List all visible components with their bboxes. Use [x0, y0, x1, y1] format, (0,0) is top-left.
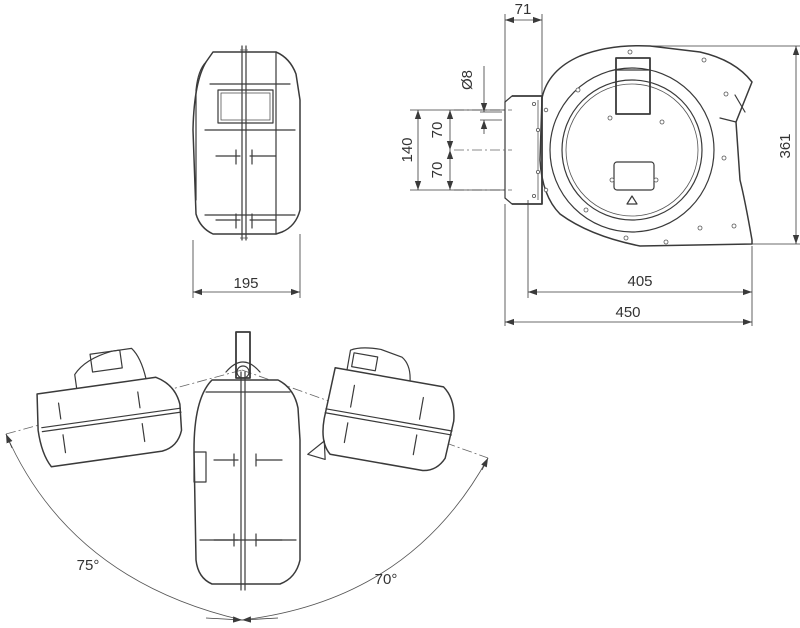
dim-side-width: 195	[233, 275, 258, 292]
swivel-view	[5, 331, 489, 623]
front-view	[410, 14, 800, 326]
dim-overall-height: 361	[777, 133, 794, 158]
angle-right-swivel: 70°	[375, 571, 398, 588]
side-view	[192, 45, 301, 298]
dim-bolt-spacing-total: 140	[399, 137, 416, 162]
dim-mount-offset: 71	[515, 1, 532, 18]
angle-left-swivel: 75°	[77, 557, 100, 574]
dim-bolt-spacing-upper: 70	[429, 122, 446, 139]
dim-overall-width: 450	[615, 304, 640, 321]
dim-bolt-spacing-lower: 70	[429, 162, 446, 179]
dim-bolt-hole-diameter: Ø8	[459, 70, 476, 90]
dim-inner-width: 405	[627, 273, 652, 290]
